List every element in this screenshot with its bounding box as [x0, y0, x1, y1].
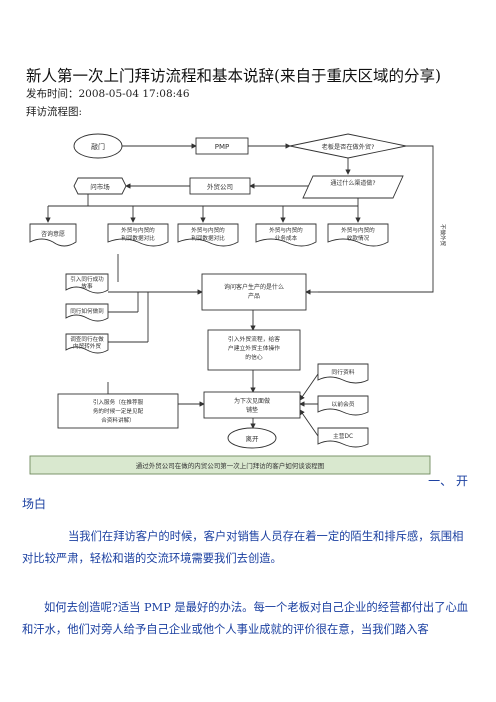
- node-pmp: PMP: [195, 137, 249, 155]
- node-b1: 咨询意愿: [29, 223, 77, 247]
- paragraph-2: 如何去创造呢?适当 PMP 是最好的办法。每一个老板对自己企业的经营都付出了心血…: [22, 601, 469, 636]
- svg-text:外贸与内贸的: 外贸与内贸的: [191, 226, 225, 234]
- svg-text:业务成本: 业务成本: [275, 234, 298, 242]
- node-xunwen: 询问客户生产的是什么 产品: [201, 273, 307, 311]
- node-b3: 外贸与内贸的 利润数据对比: [177, 223, 239, 247]
- svg-text:外贸公司: 外贸公司: [207, 182, 233, 191]
- svg-text:离开: 离开: [246, 434, 260, 443]
- svg-text:为下次见面做: 为下次见面做: [234, 397, 270, 405]
- node-diaocha: 调查同行在做 内贸转外贸: [65, 333, 109, 354]
- svg-text:引入同行成功: 引入同行成功: [70, 275, 104, 283]
- node-yinru2: 引入外贸流程，给客 户建立外贸主体操作 的信心: [207, 329, 301, 371]
- flowchart-svg: 敲门 PMP 老板是否在做外贸? 问市场 外贸公司 通过什么渠道做?: [29, 133, 447, 475]
- svg-text:利润数据对比: 利润数据对比: [121, 234, 155, 242]
- svg-text:问市场: 问市场: [90, 182, 110, 191]
- svg-text:引入外贸流程，给客: 引入外贸流程，给客: [228, 335, 280, 343]
- node-wenchang: 问市场: [73, 177, 127, 195]
- node-xiaci: 为下次见面做 铺垫: [203, 391, 301, 419]
- svg-text:故事: 故事: [81, 282, 93, 290]
- flowchart-figure: 敲门 PMP 老板是否在做外贸? 问市场 外贸公司 通过什么渠道做?: [28, 124, 478, 479]
- node-end: 离开: [227, 427, 277, 449]
- svg-text:引入服务（在推荐服: 引入服务（在推荐服: [93, 398, 144, 406]
- svg-text:务的时候一定是见配: 务的时候一定是见配: [93, 407, 144, 415]
- section-heading-cont: 场白: [22, 497, 47, 511]
- svg-text:同行如何做到: 同行如何做到: [70, 307, 104, 315]
- section-heading: 一、 开: [428, 474, 468, 488]
- publish-time: 发布时间：2008-05-04 17:08:46: [26, 88, 190, 100]
- svg-text:外贸与内贸的: 外贸与内贸的: [121, 226, 155, 234]
- article-title: 新人第一次上门拜访流程和基本说辞(来自于重庆区域的分享): [26, 67, 442, 85]
- node-fuwu: 引入服务（在推荐服 务的时候一定是见配 合资料讲解）: [57, 393, 179, 429]
- svg-text:合资料讲解）: 合资料讲解）: [101, 416, 135, 424]
- node-tonghang: 同行如何做到: [65, 303, 109, 322]
- svg-text:外贸与内贸的: 外贸与内贸的: [341, 226, 375, 234]
- svg-text:户建立外贸主体操作: 户建立外贸主体操作: [228, 344, 280, 352]
- node-r1: 同行资料: [317, 363, 369, 384]
- svg-text:调查同行在做: 调查同行在做: [70, 335, 104, 343]
- node-r2: 以前会员: [317, 395, 369, 416]
- svg-text:通过外贸公司在做的内贸公司第一次上门拜访的客户如何谈谈程图: 通过外贸公司在做的内贸公司第一次上门拜访的客户如何谈谈程图: [136, 461, 325, 470]
- svg-text:的信心: 的信心: [245, 353, 263, 361]
- svg-text:PMP: PMP: [215, 143, 229, 151]
- node-r3: 主营DC: [317, 427, 369, 448]
- node-waimao: 外贸公司: [189, 177, 251, 195]
- svg-text:通过什么渠道做?: 通过什么渠道做?: [330, 179, 375, 187]
- side-label: 不做外贸: [439, 224, 447, 247]
- node-b2: 外贸与内贸的 利润数据对比: [107, 223, 169, 247]
- svg-text:铺垫: 铺垫: [246, 406, 258, 414]
- svg-text:收款情况: 收款情况: [347, 234, 370, 242]
- node-b4: 外贸与内贸的 业务成本: [255, 223, 317, 247]
- flowchart-label: 拜访流程图:: [26, 106, 83, 118]
- svg-text:内贸转外贸: 内贸转外贸: [73, 342, 101, 350]
- svg-text:以前会员: 以前会员: [331, 400, 354, 408]
- svg-text:外贸与内贸的: 外贸与内贸的: [269, 226, 303, 234]
- svg-text:主营DC: 主营DC: [333, 432, 353, 440]
- node-b5: 外贸与内贸的 收款情况: [327, 223, 389, 247]
- flowchart-caption: 通过外贸公司在做的内贸公司第一次上门拜访的客户如何谈谈程图: [29, 455, 431, 475]
- svg-text:同行资料: 同行资料: [331, 368, 354, 376]
- svg-text:老板是否在做外贸?: 老板是否在做外贸?: [322, 143, 375, 151]
- svg-text:产品: 产品: [248, 292, 260, 300]
- svg-text:询问客户生产的是什么: 询问客户生产的是什么: [224, 283, 284, 291]
- svg-text:利润数据对比: 利润数据对比: [191, 234, 225, 242]
- node-yinru: 引入同行成功 故事: [65, 273, 109, 294]
- node-decision: 老板是否在做外贸?: [289, 133, 407, 159]
- node-start: 敲门: [73, 133, 123, 159]
- node-tongguo: 通过什么渠道做?: [302, 175, 404, 199]
- svg-text:咨询意愿: 咨询意愿: [41, 230, 65, 238]
- paragraph-1: 当我们在拜访客户的时候，客户对销售人员存在着一定的陌生和排斥感，氛围相对比较严肃…: [22, 530, 464, 565]
- svg-text:敲门: 敲门: [91, 142, 105, 151]
